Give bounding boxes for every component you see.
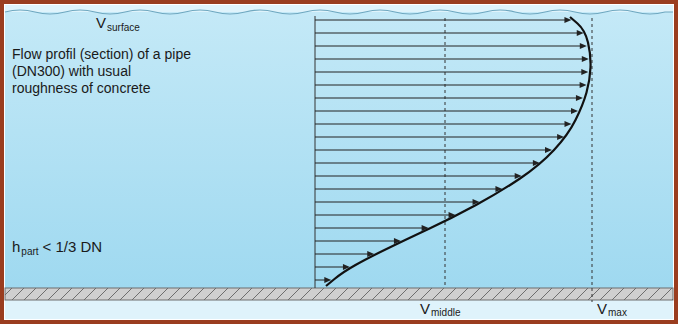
velocity-symbol: V — [96, 14, 106, 31]
velocity-subscript: surface — [107, 22, 140, 34]
height-condition: < 1/3 DN — [43, 238, 103, 255]
pipe-floor — [5, 288, 673, 300]
panel-ground — [5, 5, 673, 319]
water-surface — [5, 10, 673, 14]
max-velocity-line — [592, 18, 593, 302]
height-symbol: h — [12, 238, 20, 255]
velocity-profile-curve — [326, 17, 591, 286]
description-note: Flow profil (section) of a pipe (DN300) … — [12, 46, 192, 97]
velocity-symbol: V — [597, 300, 607, 317]
water-body — [5, 12, 673, 288]
velocity-subscript: middle — [431, 307, 460, 319]
velocity-subscript: max — [608, 307, 627, 319]
velocity-arrows — [315, 17, 589, 283]
velocity-symbol: V — [420, 300, 430, 317]
height-subscript: part — [21, 246, 38, 258]
profile-axis — [315, 16, 316, 288]
